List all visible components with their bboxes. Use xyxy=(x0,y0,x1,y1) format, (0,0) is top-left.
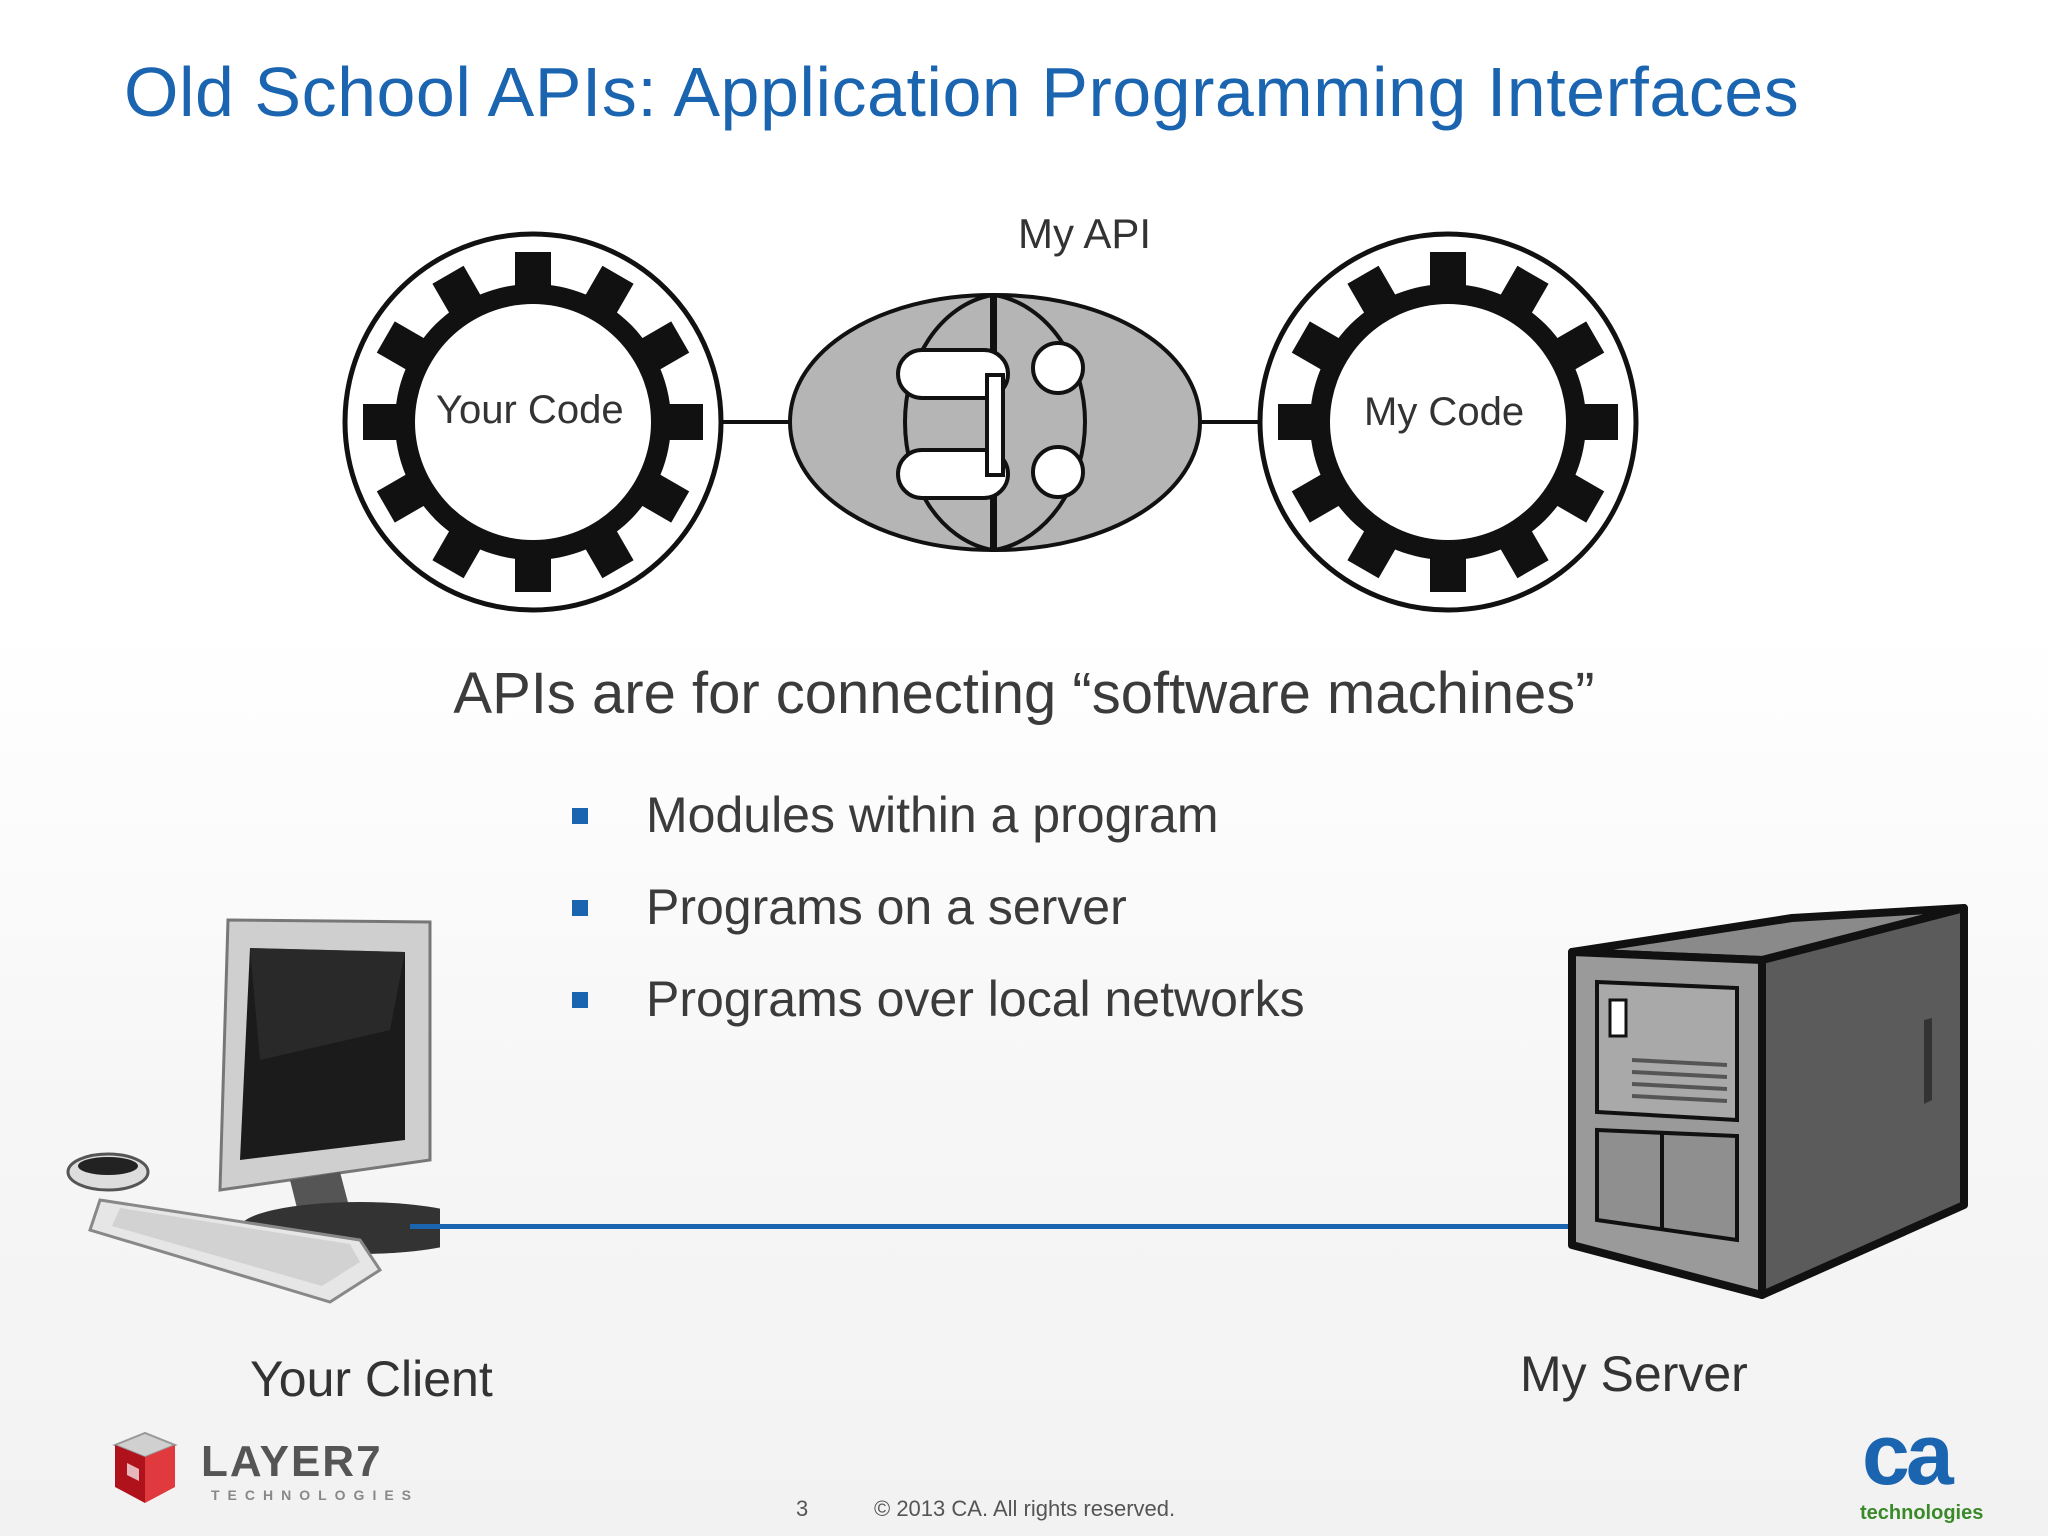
page-number: 3 xyxy=(796,1496,809,1521)
network-line xyxy=(410,1224,1580,1229)
server-label: My Server xyxy=(1520,1346,1748,1402)
copyright: © 2013 CA. All rights reserved. xyxy=(874,1496,1176,1521)
layer7-wordmark: LAYER7 xyxy=(201,1437,383,1486)
your-code-label: Your Code xyxy=(436,388,624,432)
right-gear-icon xyxy=(1257,231,1639,613)
api-diagram xyxy=(342,231,1639,613)
ca-subtext: technologies xyxy=(1860,1502,1984,1524)
slide-title: Old School APIs: Application Programming… xyxy=(124,53,1800,131)
client-computer-icon xyxy=(66,918,440,1304)
bullet-square-icon xyxy=(572,900,588,916)
layer7-cube-icon xyxy=(112,1431,178,1503)
client-label: Your Client xyxy=(250,1351,493,1407)
my-code-label: My Code xyxy=(1364,390,1525,434)
subtitle: APIs are for connecting “software machin… xyxy=(453,661,1595,726)
server-icon xyxy=(1568,904,1968,1299)
api-label: My API xyxy=(1018,210,1152,257)
bullet-square-icon xyxy=(572,808,588,824)
ca-logo: ca technologies xyxy=(1856,1407,1996,1526)
plug-icon xyxy=(787,292,1203,553)
bullet-square-icon xyxy=(572,992,588,1008)
ca-wordmark: ca xyxy=(1862,1407,1954,1503)
layer7-logo: LAYER7 TECHNOLOGIES xyxy=(105,1425,425,1515)
layer7-subtext: TECHNOLOGIES xyxy=(211,1487,420,1503)
left-gear-icon xyxy=(342,231,724,613)
